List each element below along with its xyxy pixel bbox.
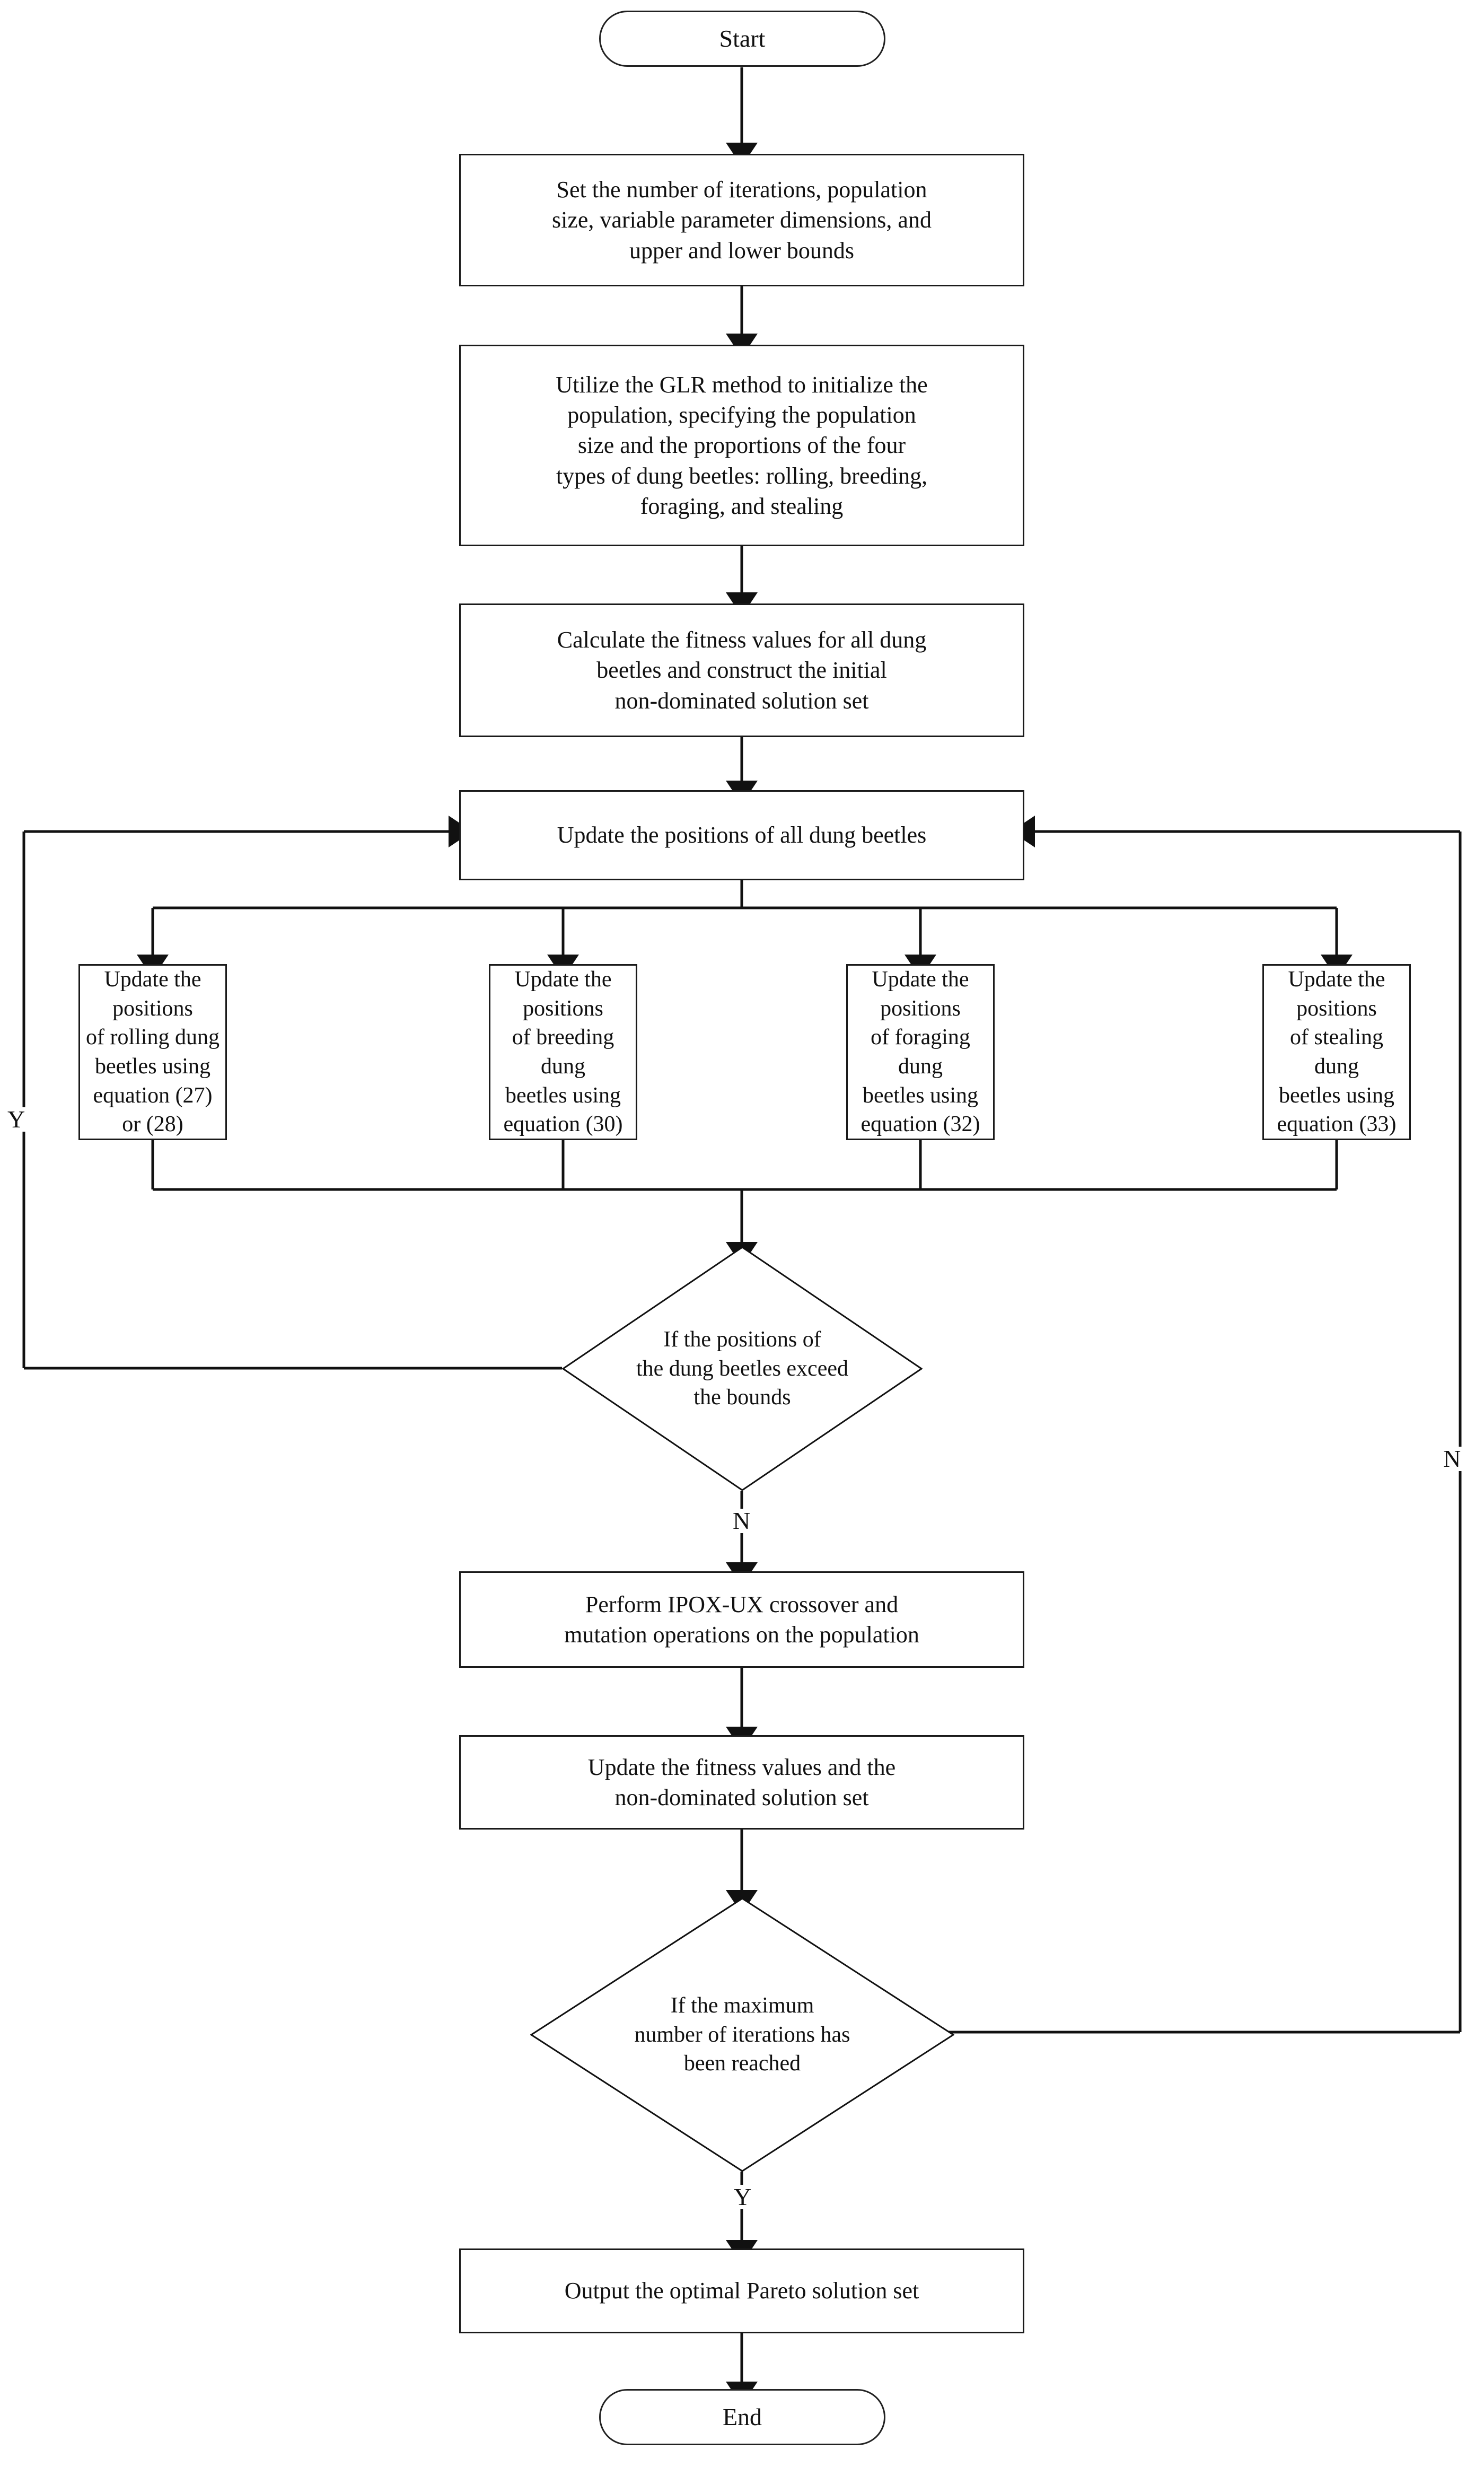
node-rolling-line-2: of rolling dung: [86, 1025, 219, 1050]
node-update-fitness-line-1: Update the fitness values and the: [587, 1754, 896, 1780]
node-foraging-line-3: beetles using: [862, 1083, 979, 1108]
node-fitness-init-line-3: non-dominated solution set: [614, 687, 869, 714]
diamond-shape-max-iter: [530, 1897, 954, 2172]
node-max-iter-line-3: been reached: [683, 2051, 801, 2076]
node-update-fitness-line-2: non-dominated solution set: [614, 1784, 869, 1810]
node-end[interactable]: End: [599, 2389, 885, 2445]
node-stealing-line-2: of stealing dung: [1289, 1025, 1384, 1079]
node-bounds-check[interactable]: If the positions of the dung beetles exc…: [562, 1246, 923, 1491]
edge-label-maxiter-no-text: N: [1443, 1445, 1461, 1472]
node-bounds-check-line-3: the bounds: [693, 1385, 791, 1410]
node-init-params-line-3: upper and lower bounds: [629, 237, 854, 264]
node-max-iter-line-2: number of iterations has: [634, 2022, 850, 2047]
node-foraging[interactable]: Update the positions of foraging dung be…: [846, 964, 995, 1140]
node-stealing-line-3: beetles using: [1278, 1083, 1395, 1108]
node-max-iter-line-1: If the maximum: [670, 1993, 814, 2018]
node-fitness-init[interactable]: Calculate the fitness values for all dun…: [459, 603, 1024, 737]
node-glr-init-line-3: size and the proportions of the four: [577, 432, 906, 459]
node-update-all-line-1: Update the positions of all dung beetles: [557, 822, 927, 848]
node-fitness-init-line-1: Calculate the fitness values for all dun…: [557, 627, 927, 653]
node-breeding[interactable]: Update the positions of breeding dung be…: [489, 964, 637, 1140]
node-init-params[interactable]: Set the number of iterations, population…: [459, 154, 1024, 286]
node-stealing-line-4: equation (33): [1277, 1112, 1397, 1137]
edge-label-bounds-no-text: N: [733, 1507, 751, 1534]
diamond-shape-bounds: [562, 1246, 923, 1491]
node-glr-init-line-2: population, specifying the population: [567, 402, 916, 428]
node-foraging-line-4: equation (32): [860, 1112, 980, 1137]
node-breeding-line-3: beetles using: [505, 1083, 621, 1108]
node-glr-init-line-5: foraging, and stealing: [640, 493, 844, 519]
edge-label-bounds-no: N: [730, 1507, 754, 1534]
edge-label-maxiter-no: N: [1440, 1447, 1464, 1471]
edge-label-bounds-yes: Y: [4, 1106, 29, 1133]
edge-label-maxiter-yes: Y: [731, 2183, 755, 2210]
node-output[interactable]: Output the optimal Pareto solution set: [459, 2248, 1024, 2333]
node-rolling-line-3: beetles using: [94, 1054, 211, 1079]
node-crossover[interactable]: Perform IPOX-UX crossover and mutation o…: [459, 1571, 1024, 1668]
edge-label-maxiter-yes-text: Y: [734, 2183, 752, 2210]
node-glr-init[interactable]: Utilize the GLR method to initialize the…: [459, 345, 1024, 546]
node-rolling-line-1: Update the positions: [104, 967, 201, 1021]
node-output-line-1: Output the optimal Pareto solution set: [564, 2278, 919, 2304]
node-start-label: Start: [719, 25, 766, 52]
node-glr-init-line-4: types of dung beetles: rolling, breeding…: [556, 462, 928, 489]
node-stealing-line-1: Update the positions: [1288, 967, 1385, 1021]
node-end-label: End: [722, 2403, 762, 2431]
node-max-iter[interactable]: If the maximum number of iterations has …: [530, 1897, 954, 2172]
node-foraging-line-1: Update the positions: [872, 967, 969, 1021]
node-breeding-line-4: equation (30): [503, 1112, 623, 1137]
node-crossover-line-1: Perform IPOX-UX crossover and: [585, 1591, 899, 1617]
node-bounds-check-line-1: If the positions of: [663, 1327, 821, 1352]
node-breeding-line-2: of breeding dung: [512, 1025, 614, 1079]
node-stealing[interactable]: Update the positions of stealing dung be…: [1262, 964, 1411, 1140]
node-bounds-check-line-2: the dung beetles exceed: [636, 1356, 848, 1381]
node-rolling-line-4: equation (27) or (28): [93, 1083, 213, 1137]
edge-label-bounds-yes-text: Y: [7, 1106, 25, 1133]
node-crossover-line-2: mutation operations on the population: [564, 1622, 919, 1648]
node-init-params-line-1: Set the number of iterations, population: [556, 177, 927, 203]
node-foraging-line-2: of foraging dung: [871, 1025, 970, 1079]
node-breeding-line-1: Update the positions: [514, 967, 612, 1021]
node-glr-init-line-1: Utilize the GLR method to initialize the: [556, 372, 928, 398]
node-rolling[interactable]: Update the positions of rolling dung bee…: [78, 964, 227, 1140]
node-init-params-line-2: size, variable parameter dimensions, and: [552, 207, 932, 233]
node-fitness-init-line-2: beetles and construct the initial: [596, 657, 887, 684]
node-update-all[interactable]: Update the positions of all dung beetles: [459, 790, 1024, 880]
node-start[interactable]: Start: [599, 11, 885, 67]
node-update-fitness[interactable]: Update the fitness values and the non-do…: [459, 1735, 1024, 1830]
